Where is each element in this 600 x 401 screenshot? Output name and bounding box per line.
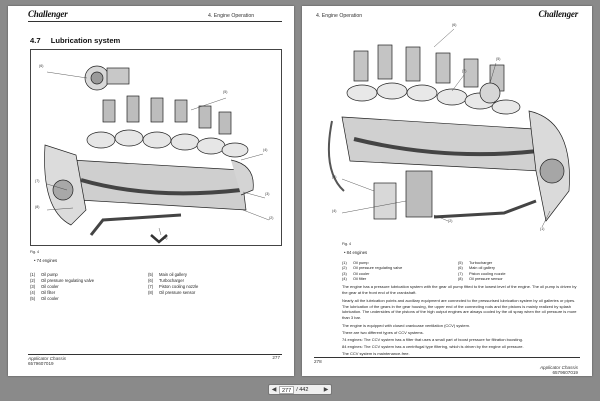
page-number: 277 <box>272 355 280 360</box>
callout-2: (2) <box>448 219 453 223</box>
footer: Applicator Chassis 6579607019 <box>540 365 578 375</box>
brand-logo: Challenger <box>28 9 68 19</box>
page-number: 278 <box>314 359 322 364</box>
section-number: 4.7 <box>30 36 41 45</box>
engine-note: • 74 engines <box>34 258 58 263</box>
body-paragraph: There are two different types of CCV sys… <box>342 330 424 335</box>
legend-item: (5)Turbocharger <box>458 260 493 265</box>
legend-item: (8)Oil pressure sensor <box>458 276 503 282</box>
footer-code: 6579607019 <box>28 361 54 366</box>
section-title-text: Lubrication system <box>50 36 121 45</box>
legend-item: (3)Oil cooler <box>30 284 59 290</box>
legend-item: (7)Piston cooling nozzle <box>458 270 506 276</box>
legend-item: (6)Turbocharger <box>148 278 184 284</box>
callout-8: (8) <box>35 205 40 209</box>
callout-7: (7) <box>462 69 467 73</box>
prev-page-button[interactable]: ◀ <box>269 385 279 394</box>
body-paragraph: The CCV system is maintenance-free. <box>342 351 410 356</box>
callout-4: (4) <box>332 209 337 213</box>
footer-rule <box>28 354 282 355</box>
legend-item: (3)Oil cooler <box>342 270 370 276</box>
section-title: 4.7 Lubrication system <box>30 36 120 45</box>
footer: Applicator Chassis 6579607019 <box>28 356 66 366</box>
header-section: 4. Engine Operation <box>316 13 363 19</box>
legend-item: (1)Oil pump <box>342 260 369 265</box>
header-rule <box>28 21 282 22</box>
legend-item: (6)Main oil gallery <box>458 265 495 271</box>
callout-3: (3) <box>265 192 270 196</box>
next-page-button[interactable]: ▶ <box>321 385 331 394</box>
engine-illustration <box>44 65 270 244</box>
legend-right-column: (5)Main oil gallery (6)Turbocharger (7)P… <box>148 272 198 296</box>
figure-label: Fig. 4 <box>342 242 351 246</box>
left-document-page: Challenger 4. Engine Operation 4.7 Lubri… <box>8 6 294 376</box>
callout-4: (4) <box>263 148 268 152</box>
page-navigation-toolbar: ◀ 277 / 442 ▶ <box>268 384 332 395</box>
body-paragraph: The engine has a pressure lubrication sy… <box>342 284 577 295</box>
legend-item: (2)Oil pressure regulating valve <box>30 278 95 284</box>
header-section: 4. Engine Operation <box>208 13 255 19</box>
engine-note: • 84 engines <box>344 250 368 255</box>
legend-left-column: (1)Oil pump (2)Oil pressure regulating v… <box>342 260 402 282</box>
callout-3: (3) <box>332 175 337 179</box>
legend-item: (7)Piston cooling nozzle <box>148 284 199 290</box>
legend-left-column: (1)Oil pump (2)Oil pressure regulating v… <box>30 272 94 302</box>
footer-title: Applicator Chassis <box>28 356 67 361</box>
engine-illustration <box>327 28 570 228</box>
body-paragraph: 74 engines: The CCV system has a filter … <box>342 337 523 342</box>
footer-title: Applicator Chassis <box>539 365 578 370</box>
total-pages: / 442 <box>296 386 309 393</box>
callout-5: (5) <box>223 90 228 94</box>
legend-item: (5)Oil cooler <box>30 296 59 302</box>
legend-item: (1)Oil pump <box>30 272 58 277</box>
legend-item: (5)Main oil gallery <box>148 272 187 277</box>
legend-item: (4)Oil filter <box>30 290 56 296</box>
chevron-right-icon: ▶ <box>323 387 329 393</box>
engine-diagram-84: (6) (5) (7) (3) (4) (2) (1) <box>314 21 586 239</box>
legend-right-column: (5)Turbocharger (6)Main oil gallery (7)P… <box>458 260 506 282</box>
chevron-left-icon: ◀ <box>271 387 277 393</box>
figure-label: Fig. 4 <box>30 250 39 254</box>
footer-code: 6579607019 <box>552 370 578 375</box>
body-paragraph: The engine is equipped with closed crank… <box>342 323 471 328</box>
callout-1: (1) <box>540 227 545 231</box>
legend-item: (8)Oil pressure sensor <box>148 290 196 296</box>
footer-rule <box>314 357 580 358</box>
callout-6: (6) <box>452 23 457 27</box>
legend-item: (4)Oil filter <box>342 276 367 282</box>
callout-7: (7) <box>35 179 40 183</box>
callout-1: (1) <box>163 236 168 240</box>
brand-logo: Challenger <box>538 9 578 19</box>
callout-2: (2) <box>269 216 274 220</box>
body-paragraph: Nearly all the lubrication points and au… <box>342 298 577 320</box>
right-document-page: 4. Engine Operation Challenger <box>302 6 592 376</box>
current-page-input[interactable]: 277 <box>279 385 295 394</box>
body-paragraph: 84 engines: The CCV system has a centrif… <box>342 344 524 349</box>
callout-6: (6) <box>39 64 44 68</box>
callout-5: (5) <box>496 57 501 61</box>
legend-item: (2)Oil pressure regulating valve <box>342 265 403 271</box>
engine-diagram-74: (6) (5) (4) (3) (2) (1) (7) (8) <box>30 49 282 246</box>
